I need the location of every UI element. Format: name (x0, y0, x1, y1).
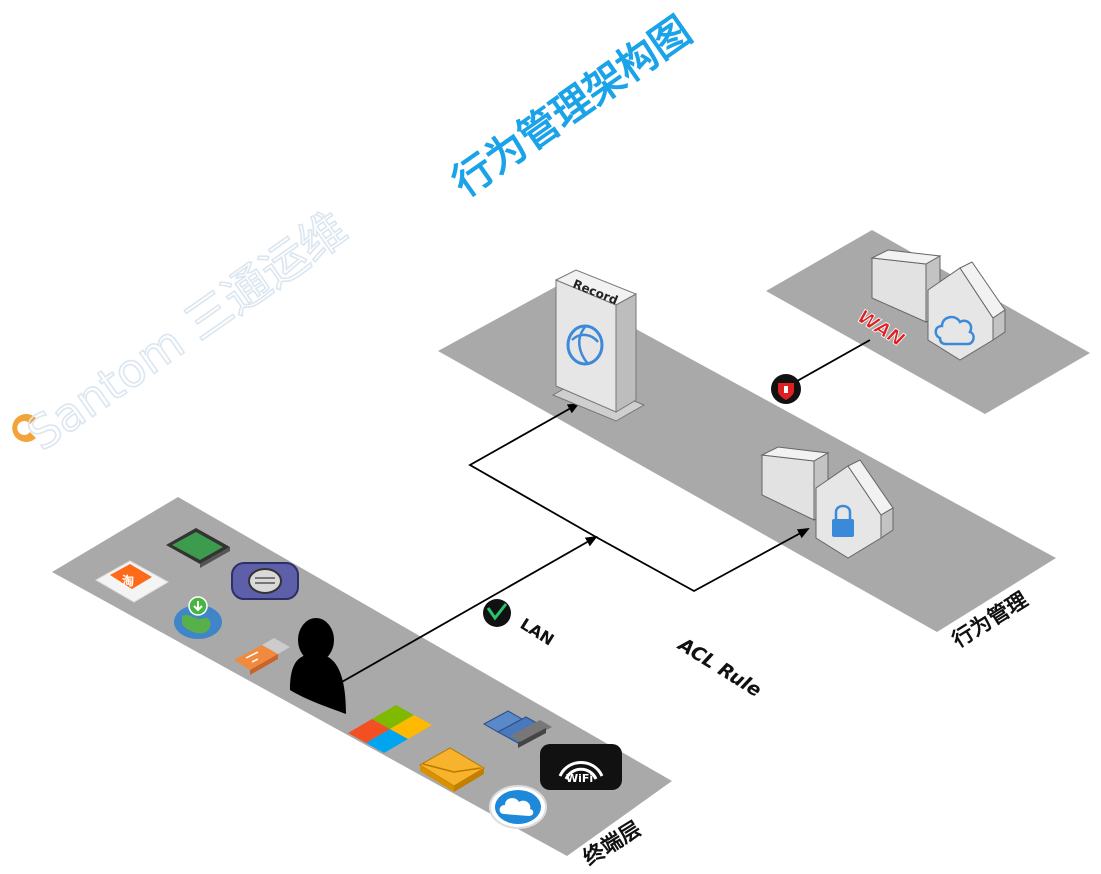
santom-logo-icon (12, 414, 37, 443)
wifi-icon: WiFi (540, 744, 622, 790)
diagram-title: 行为管理架构图 (444, 8, 700, 206)
acl-rule-label: ACL Rule (673, 633, 766, 702)
usb-drive-icon (234, 638, 290, 675)
connection-lines (339, 339, 871, 684)
taobao-icon: 淘 (94, 560, 170, 603)
network-computers-icon (482, 710, 552, 748)
cloud-app-icon (489, 785, 547, 829)
speaker-app-icon (231, 562, 299, 600)
watermark-text: Santom 三通运维 (17, 201, 356, 461)
mail-icon (419, 747, 485, 792)
record-server-icon (551, 269, 646, 422)
user-icon (290, 618, 346, 714)
firewall-icon (771, 374, 801, 404)
lan-check-icon (483, 599, 511, 627)
wifi-label: WiFi (566, 772, 593, 785)
cloud-gateway-icon (870, 249, 1006, 361)
green-board-icon (166, 528, 230, 568)
lock-gateway-icon (760, 446, 894, 559)
taobao-label: 淘 (122, 573, 134, 588)
terminal-plane (52, 497, 672, 856)
lan-label: LAN (517, 614, 558, 649)
windows-icon (348, 705, 432, 753)
globe-download-icon (174, 596, 222, 639)
